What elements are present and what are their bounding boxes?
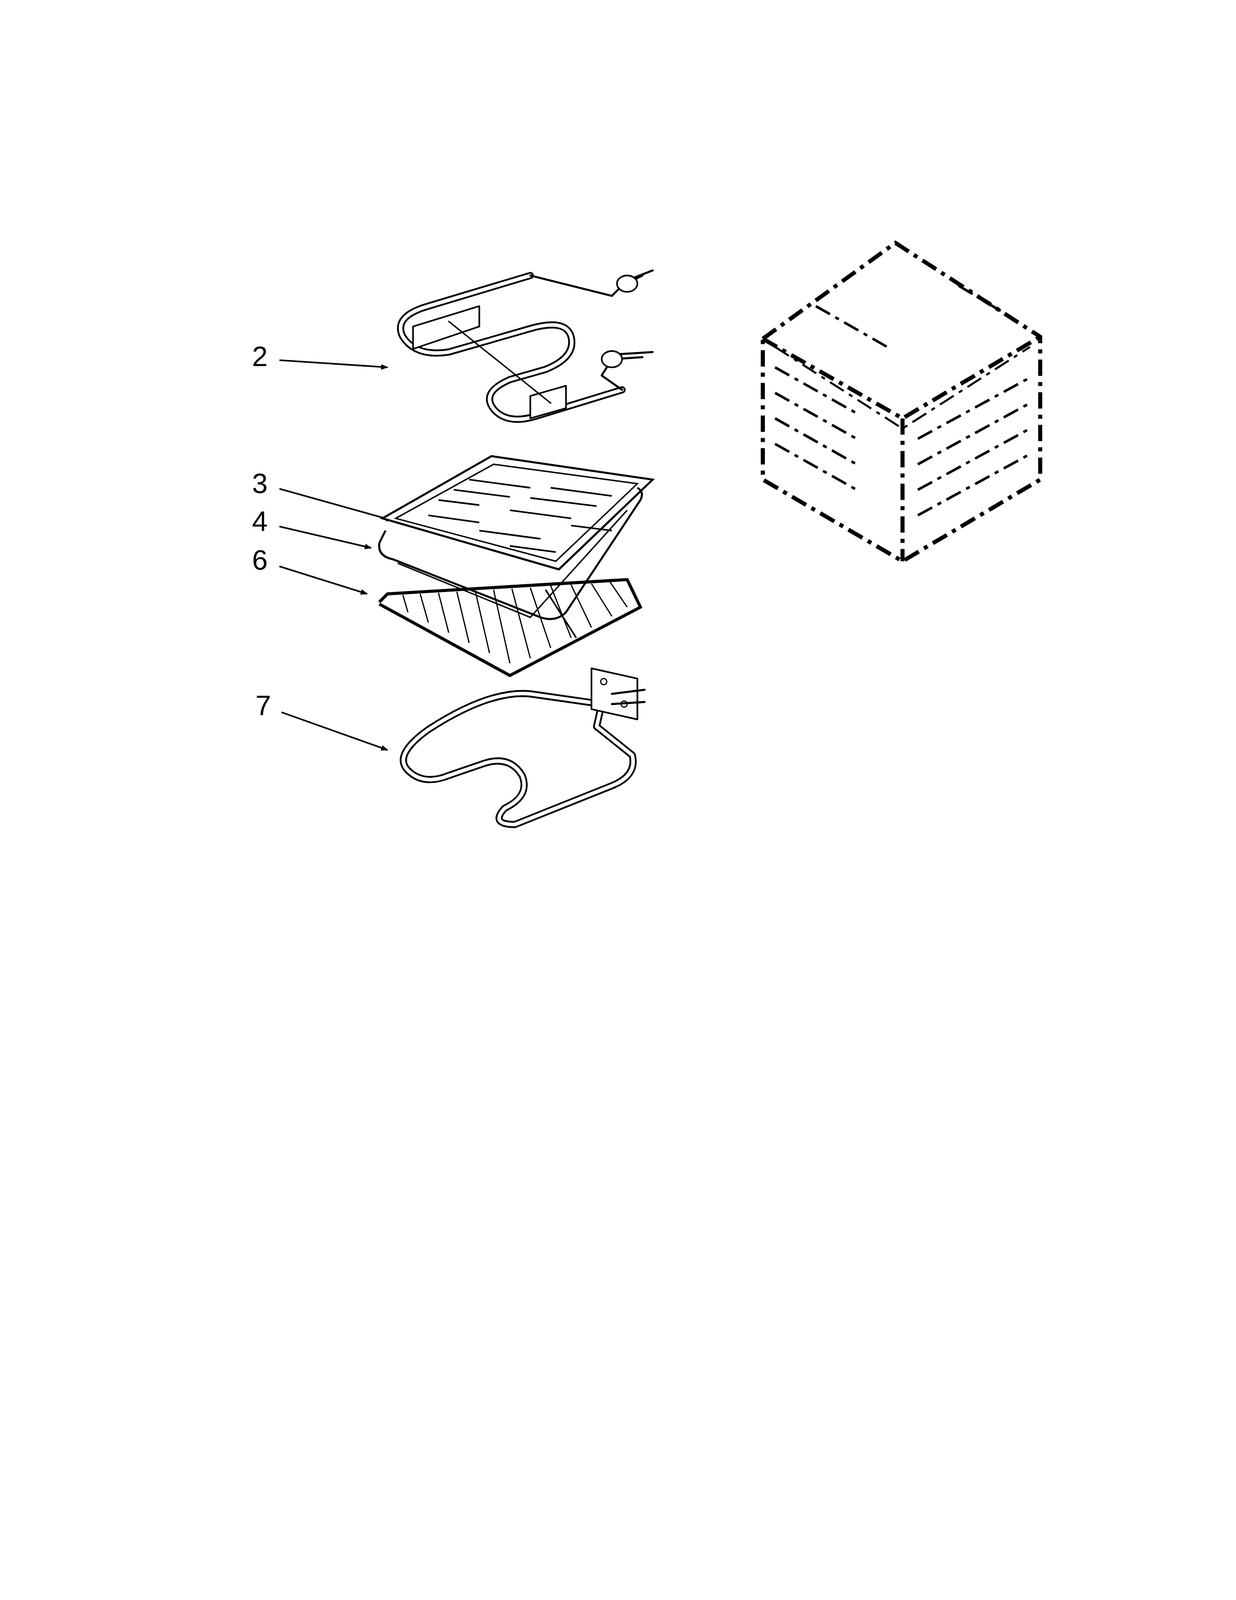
callout-number: 6 xyxy=(252,545,268,574)
callout-number: 2 xyxy=(252,342,268,371)
callout-number: 7 xyxy=(255,691,271,720)
oven-cavity-outline xyxy=(762,242,1041,562)
bake-element xyxy=(403,668,645,825)
broil-element xyxy=(400,270,653,420)
callout-number: 4 xyxy=(252,507,268,536)
broiler-pan xyxy=(379,487,642,638)
oven-rack xyxy=(379,579,641,676)
leader-lines xyxy=(279,360,393,750)
callout-number: 3 xyxy=(252,469,268,498)
broiler-grid xyxy=(382,456,653,570)
